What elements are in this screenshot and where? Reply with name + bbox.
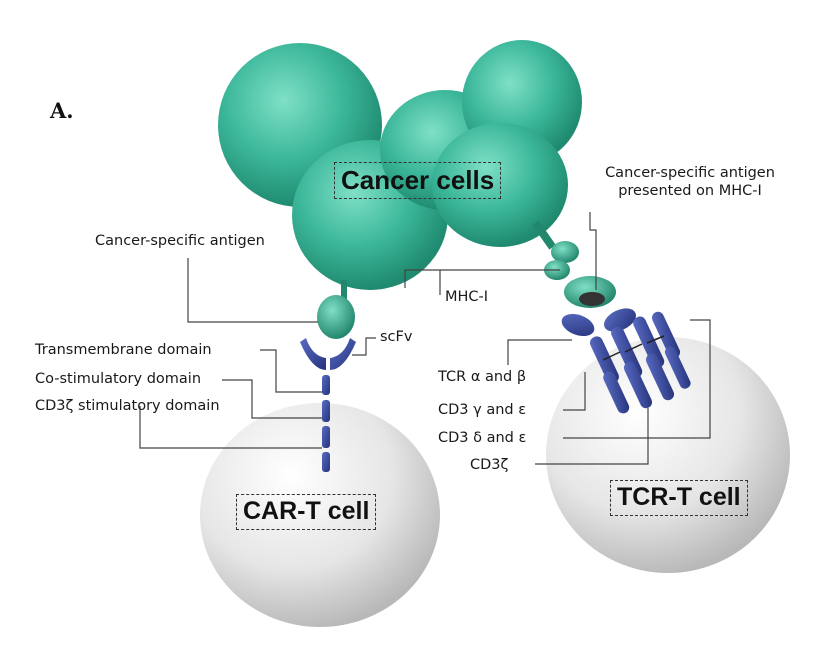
leader-cd3z-stim (139, 406, 322, 449)
cancer-cells-cluster (218, 40, 582, 290)
leader-antigen-mhc (589, 212, 597, 290)
label-cd3z: CD3ζ (470, 457, 509, 473)
tcr-t-cell-title: TCR-T cell (610, 480, 748, 516)
tcr-alpha (561, 313, 595, 337)
label-transmembrane-domain: Transmembrane domain (35, 342, 212, 358)
tcr-t-cell-body (546, 337, 790, 573)
cd3-chain (645, 353, 675, 401)
leader-cd3z (535, 408, 649, 465)
tcr-beta (604, 308, 636, 332)
mhc-domain (551, 241, 579, 263)
scfv-left-arm (300, 338, 326, 370)
cd3-chain (651, 311, 681, 359)
label-scfv: scFv (380, 329, 413, 345)
cd3-chain (603, 371, 630, 414)
leader-cd3-ge (563, 372, 586, 411)
presented-antigen (579, 292, 605, 306)
label-cd3z-stimulatory-domain: CD3ζ stimulatory domain (35, 398, 220, 414)
cancer-cell-blob (432, 123, 568, 247)
leader-tcr-ab (507, 339, 572, 365)
car-t-cell-body (200, 403, 440, 627)
cancer-specific-antigen (317, 295, 355, 339)
costim-segment (322, 426, 330, 448)
cd3-connectors (602, 335, 665, 361)
cd3-chain (664, 346, 691, 389)
label-costimulatory-domain: Co-stimulatory domain (35, 371, 202, 387)
label-tcr-alpha-beta: TCR α and β (438, 369, 527, 385)
leader-mhc-cancer (404, 269, 441, 288)
car-hinge-segment (322, 375, 330, 395)
transmembrane-segment (322, 400, 330, 422)
leader-cd3-de (563, 319, 711, 439)
label-cd3-delta-epsilon: CD3 δ and ε (438, 430, 527, 446)
leader-scfv (352, 337, 376, 356)
label-antigen-on-mhc-line2: presented on MHC-I (618, 183, 762, 200)
label-antigen-on-mhc-line1: Cancer-specific antigen (605, 165, 775, 181)
label-cancer-specific-antigen: Cancer-specific antigen (95, 233, 265, 249)
car-t-cell (200, 280, 440, 627)
antigen-stalk (341, 280, 347, 300)
leader-costim (222, 379, 322, 419)
mhc-stalk (532, 220, 556, 250)
leader-lines (139, 212, 711, 465)
label-mhc-i: MHC-I (445, 289, 489, 305)
label-antigen-on-mhc: Cancer-specific antigen presented on MHC… (570, 164, 810, 200)
cd3-chain (623, 361, 653, 409)
leader-transmembrane (260, 349, 322, 393)
panel-label: A. (50, 98, 74, 123)
car-t-cell-title: CAR-T cell (236, 494, 377, 530)
leader-cancer-antigen (187, 258, 318, 323)
cd3z-segment (322, 452, 330, 472)
scfv-right-arm (330, 338, 356, 370)
cancer-cells-title: Cancer cells (334, 162, 502, 199)
label-cd3-gamma-epsilon: CD3 γ and ε (438, 402, 527, 418)
tcr-t-cell (532, 220, 790, 573)
